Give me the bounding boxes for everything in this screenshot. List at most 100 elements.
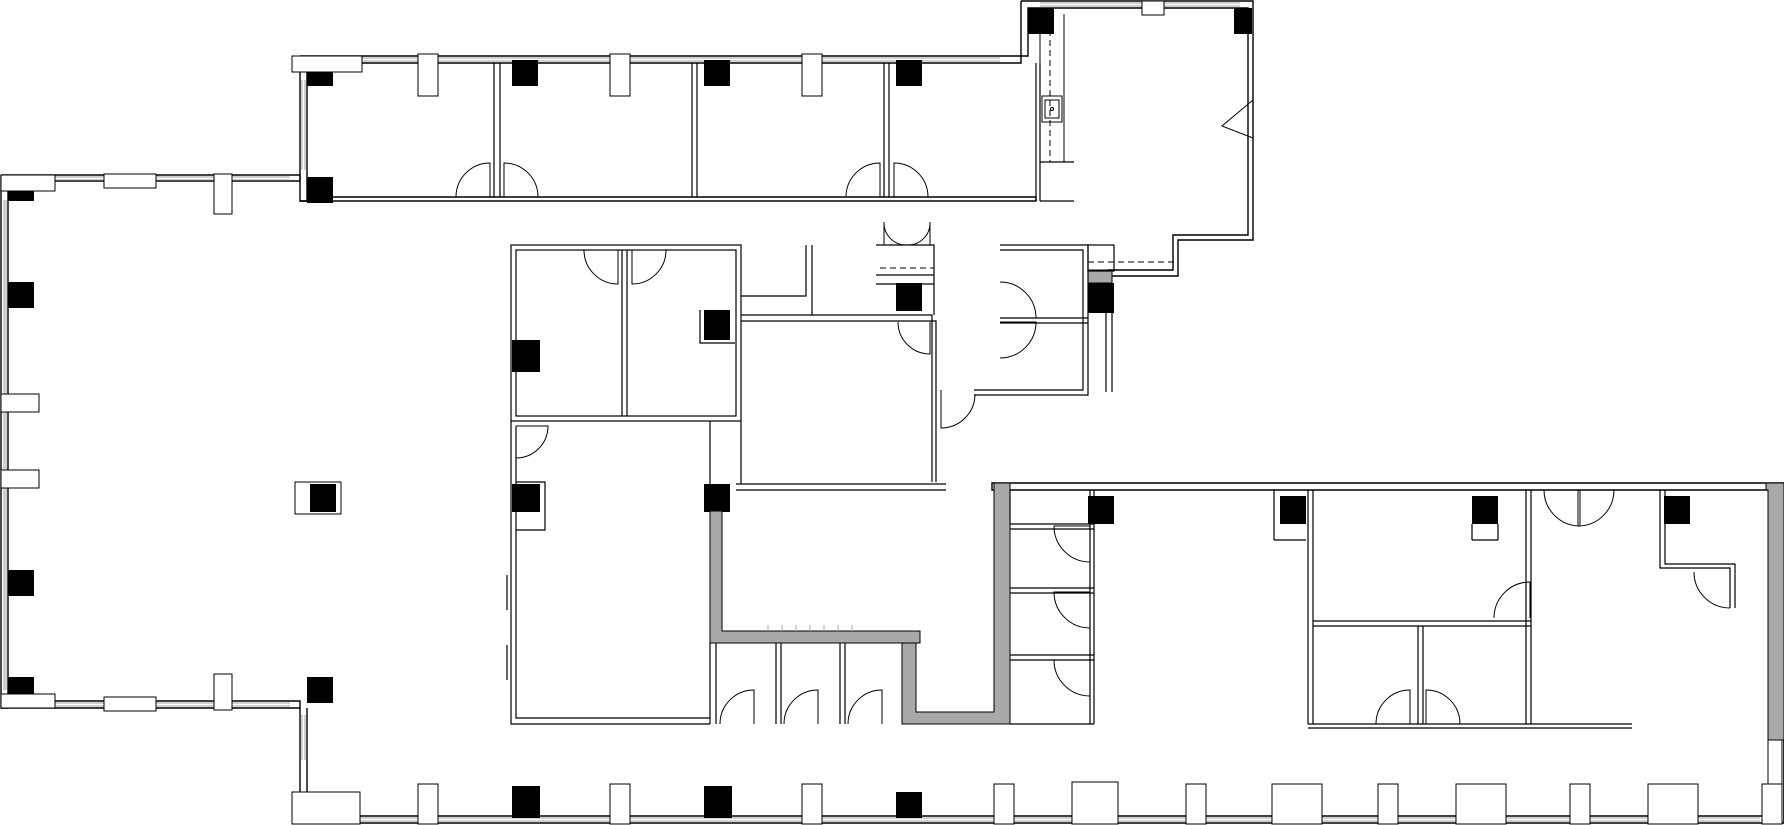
partition	[741, 320, 937, 482]
door-swing	[631, 249, 667, 285]
mullion	[609, 53, 631, 97]
column	[896, 283, 922, 311]
mullion	[1767, 739, 1783, 785]
door-swing	[1053, 525, 1091, 563]
door-swing	[1425, 689, 1461, 725]
interior-partitions	[493, 63, 1736, 729]
mullion	[1377, 783, 1399, 825]
partition	[741, 314, 933, 482]
column	[704, 786, 732, 818]
mullion	[213, 173, 233, 215]
door-swing	[1053, 659, 1091, 697]
column	[512, 484, 540, 512]
door-swing	[1693, 571, 1731, 609]
column	[8, 570, 34, 596]
door-swing	[455, 162, 491, 198]
partition	[1664, 490, 1736, 608]
door-swing	[883, 221, 907, 246]
door-swing	[847, 689, 883, 725]
door-swing	[515, 425, 549, 459]
right-edge-shaded-wall	[1765, 482, 1784, 741]
partition	[1087, 244, 1115, 272]
partition	[515, 426, 710, 719]
door-swing	[897, 321, 931, 355]
partition	[876, 244, 935, 315]
partition	[974, 249, 1084, 391]
door-swing	[845, 162, 881, 198]
door-swing	[999, 321, 1037, 359]
mullion	[0, 469, 40, 489]
structural-columns	[8, 8, 1690, 818]
corner-frames	[0, 55, 1699, 825]
mullion	[1761, 783, 1783, 825]
upper-right-room-perimeter	[1021, 0, 1254, 277]
mullion	[103, 173, 157, 189]
mullion	[801, 783, 823, 825]
partition	[699, 310, 735, 344]
door-swing	[940, 390, 976, 429]
dashed-lines	[880, 30, 1178, 269]
column	[307, 677, 333, 703]
partition	[516, 481, 546, 531]
door-swing	[583, 249, 619, 285]
mullion	[609, 783, 631, 825]
mullion	[1141, 0, 1165, 16]
office-block-inner	[515, 249, 737, 417]
column	[1028, 8, 1054, 34]
mullion	[1569, 783, 1591, 825]
bottom-strip-perimeter	[299, 482, 1784, 824]
column	[1088, 283, 1114, 313]
mullion	[801, 53, 823, 97]
partition	[741, 245, 807, 297]
upper-strip-bottom-wall	[300, 196, 1037, 202]
column	[310, 484, 336, 512]
mullion	[103, 696, 157, 712]
column	[896, 792, 922, 818]
upper-right-room-inner	[1020, 1, 1249, 271]
column	[896, 60, 922, 86]
door-swing	[783, 689, 819, 725]
column	[1280, 496, 1306, 524]
column-enclosure	[294, 481, 342, 515]
column	[704, 484, 730, 512]
mullion	[1185, 783, 1207, 825]
mullion	[417, 783, 439, 825]
door-swing	[893, 162, 929, 198]
column	[704, 310, 730, 340]
partition	[974, 244, 1089, 396]
door-swing	[1577, 489, 1615, 527]
column	[1664, 496, 1690, 524]
partition	[510, 421, 710, 725]
office-block-outline	[510, 244, 742, 422]
column	[512, 786, 540, 818]
door-swing	[907, 221, 931, 246]
mullion	[0, 393, 40, 413]
core-wall-right	[901, 482, 1011, 725]
column	[307, 177, 333, 203]
door-swing	[1221, 99, 1254, 139]
column	[1234, 8, 1252, 34]
core-wall-upper	[1087, 269, 1113, 284]
door-swing	[719, 689, 755, 725]
partition	[1659, 490, 1731, 608]
column	[8, 282, 34, 308]
column	[1088, 496, 1114, 524]
door-swing	[1543, 489, 1581, 527]
door-swing	[999, 281, 1037, 319]
sink-icon	[1039, 14, 1065, 162]
shaded-core-walls	[709, 269, 1784, 741]
column	[1472, 496, 1498, 524]
core-wall-l-shape	[709, 510, 921, 644]
column	[704, 60, 730, 86]
door-swing	[503, 162, 539, 198]
door-swing	[1053, 591, 1091, 629]
mullion	[993, 783, 1015, 825]
door-swing	[1375, 689, 1411, 725]
door-swings	[455, 99, 1731, 725]
door-swing	[1493, 581, 1531, 619]
column	[512, 60, 538, 86]
mullion	[213, 673, 233, 711]
